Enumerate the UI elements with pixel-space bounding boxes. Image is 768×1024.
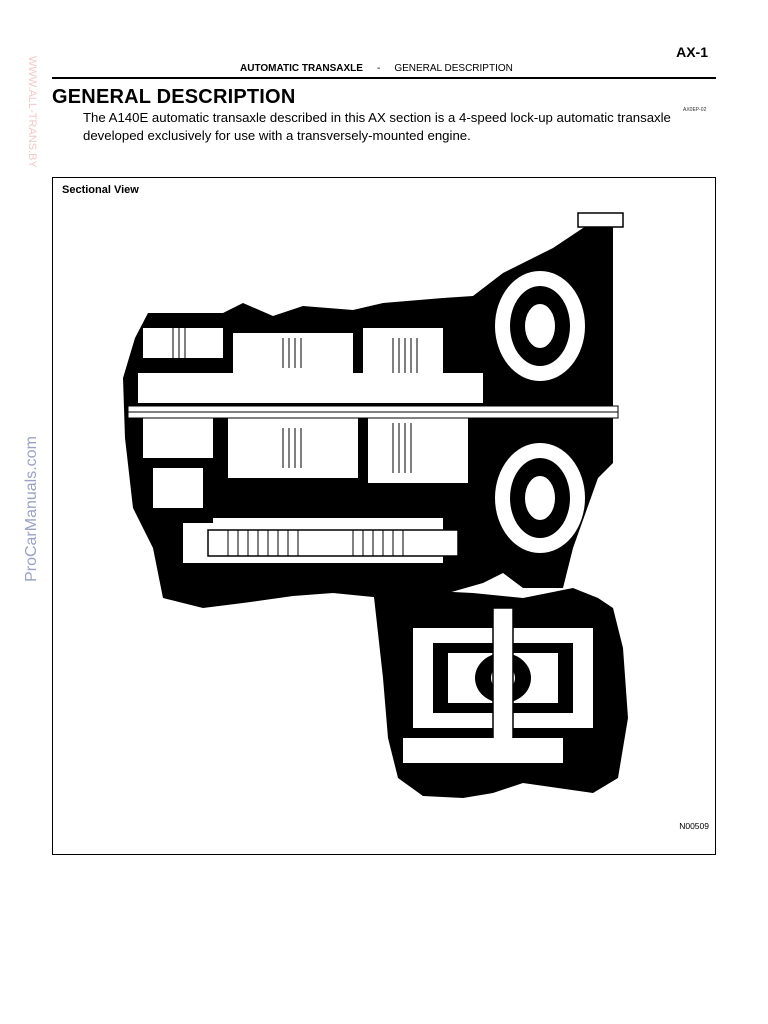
document-code: AX0EP-02 bbox=[683, 107, 707, 113]
sectional-view-illustration bbox=[123, 212, 628, 798]
figure-title: Sectional View bbox=[62, 184, 139, 196]
watermark-side: ProCarManuals.com bbox=[23, 436, 40, 582]
intro-paragraph: The A140E automatic transaxle described … bbox=[83, 110, 671, 143]
figure-code: N00509 bbox=[679, 821, 709, 831]
page-number: AX-1 bbox=[676, 44, 708, 60]
header-rule bbox=[52, 77, 716, 79]
page-title: GENERAL DESCRIPTION bbox=[52, 86, 296, 108]
running-head-section: AUTOMATIC TRANSAXLE bbox=[240, 63, 363, 74]
running-head-separator: - bbox=[376, 63, 381, 74]
output-shaft bbox=[207, 529, 459, 557]
figure-frame: Sectional View bbox=[52, 177, 716, 855]
watermark-top: WWW.ALL-TRANS.BY bbox=[26, 56, 38, 168]
mounting-bolt bbox=[577, 212, 624, 228]
running-head-subsection: GENERAL DESCRIPTION bbox=[394, 63, 513, 74]
running-head: AUTOMATIC TRANSAXLE - GENERAL DESCRIPTION bbox=[240, 63, 513, 74]
